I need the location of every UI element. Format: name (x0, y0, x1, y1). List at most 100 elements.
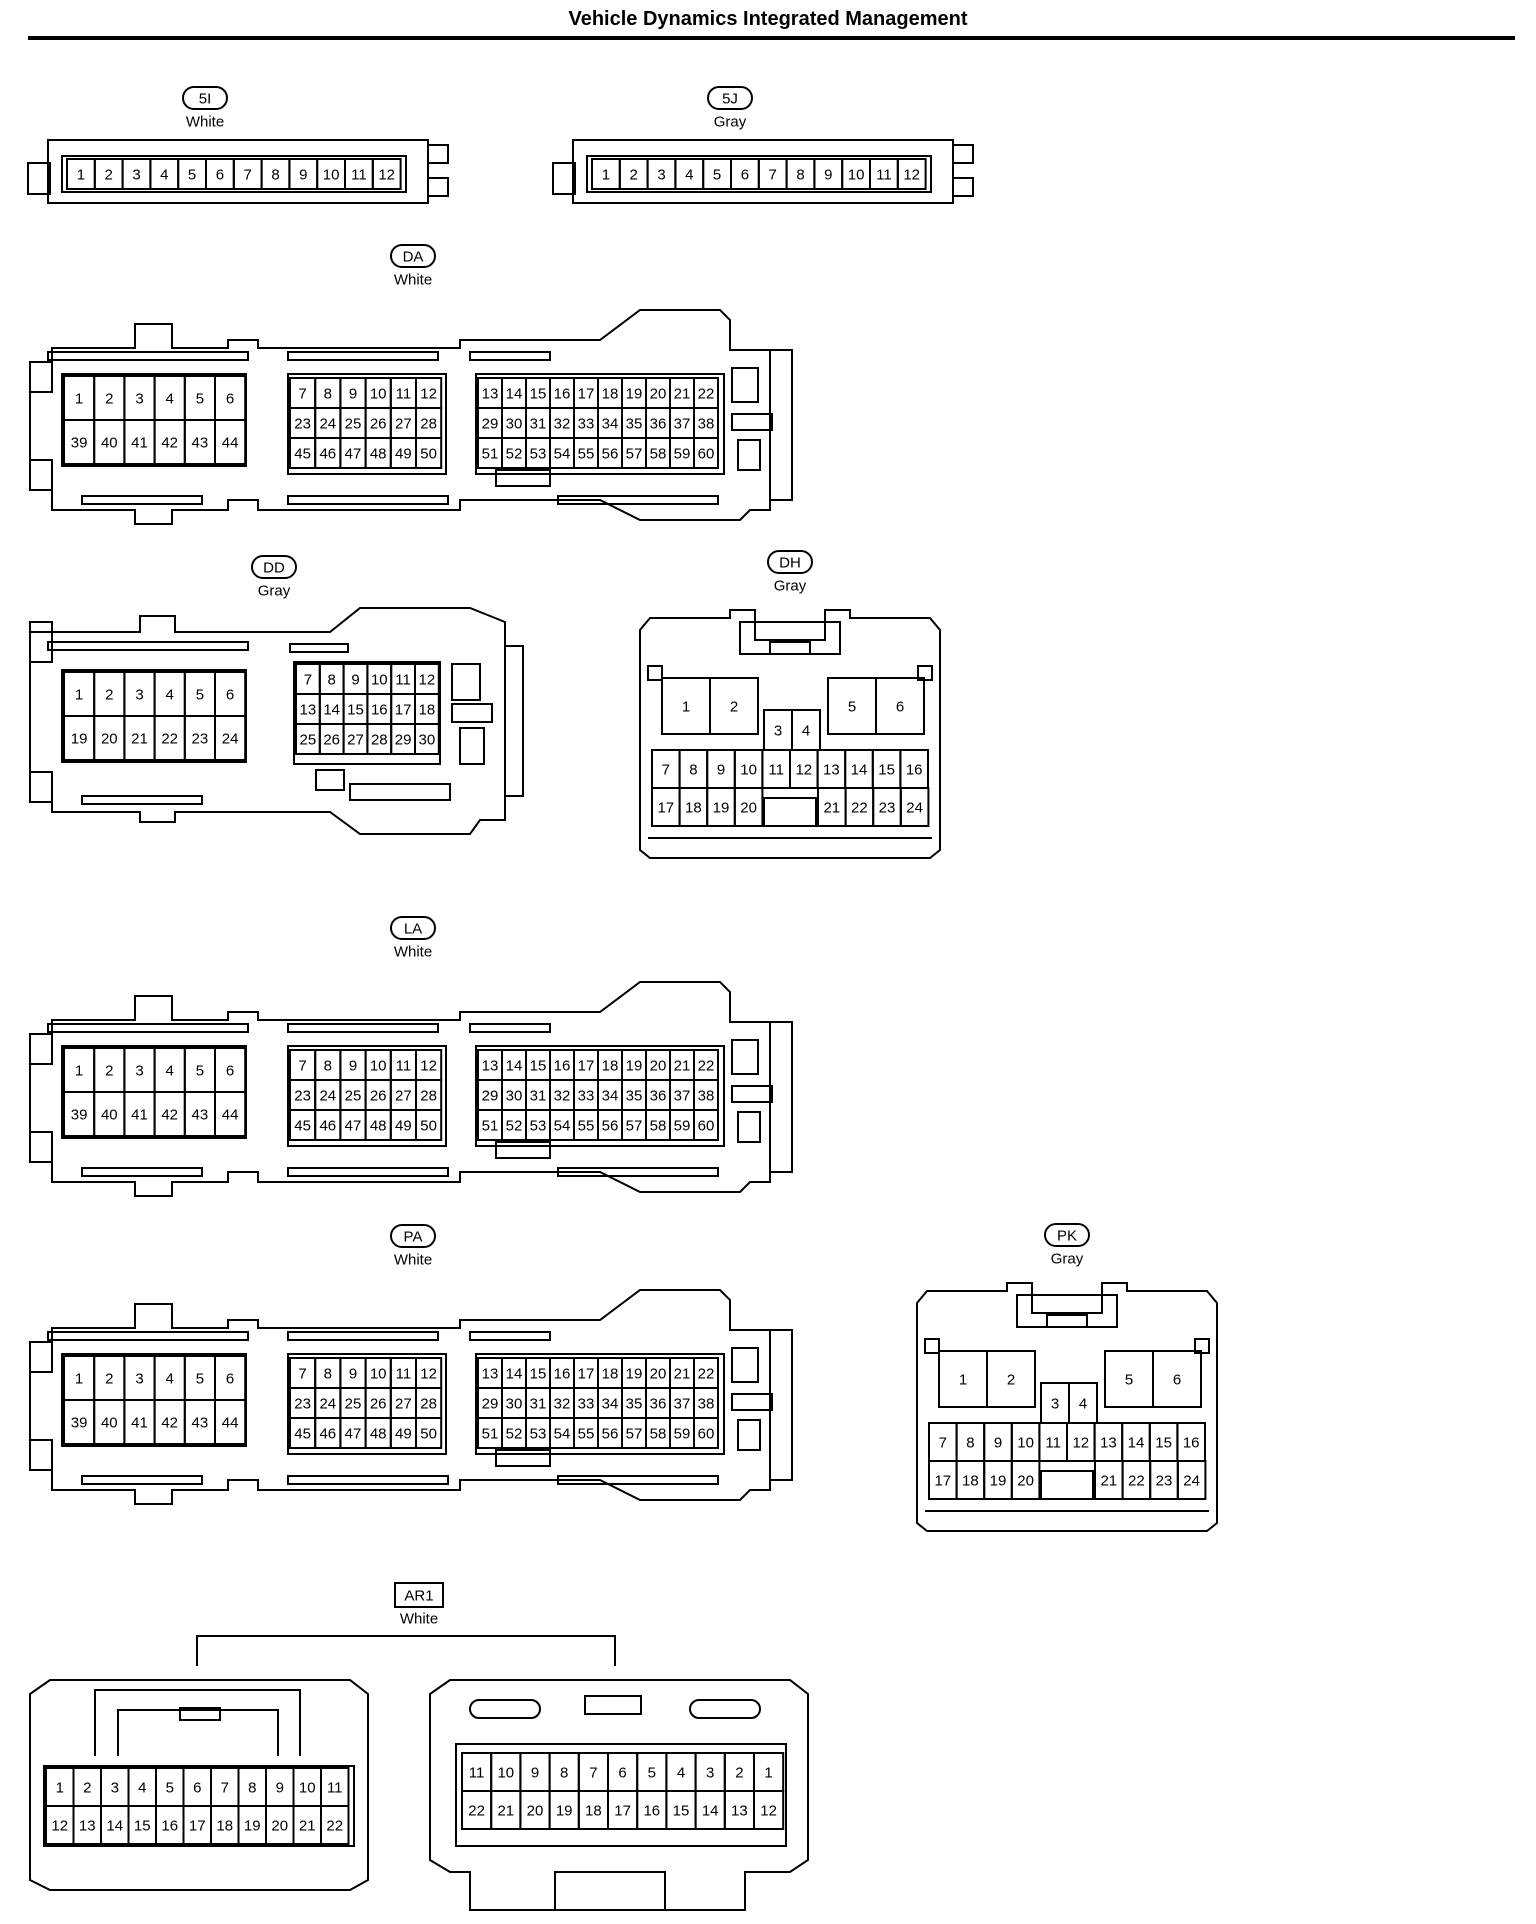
pin-number: 1 (764, 1765, 772, 1782)
pin-number: 18 (216, 1818, 233, 1835)
latch (584, 1695, 642, 1715)
pin-number: 12 (420, 1366, 437, 1383)
pin-number: 48 (370, 1118, 387, 1135)
pin-number: 48 (370, 446, 387, 463)
pin-number: 13 (1100, 1435, 1117, 1452)
pin-number: 10 (1017, 1435, 1034, 1452)
pin-number: 7 (769, 167, 777, 184)
pin-number: 42 (161, 435, 178, 452)
pin-number: 14 (702, 1803, 719, 1820)
pin-number: 32 (554, 416, 571, 433)
pin-number: 2 (105, 391, 113, 408)
pin-number: 6 (741, 167, 749, 184)
connector-color: Gray (1051, 1251, 1084, 1268)
pin-frame (586, 155, 932, 193)
pin-number: 20 (650, 386, 667, 403)
pin-number: 29 (482, 1396, 499, 1413)
pin-number: 11 (327, 1780, 343, 1797)
pin-cell (733, 787, 764, 827)
pin-number: 7 (244, 167, 252, 184)
pin-number: 53 (530, 1426, 547, 1443)
pin-number: 1 (959, 1372, 967, 1389)
pin-number: 11 (469, 1765, 485, 1782)
pin-number: 10 (370, 1366, 387, 1383)
pin-number: 9 (994, 1435, 1002, 1452)
pin-number: 31 (530, 1396, 547, 1413)
slot (689, 1699, 761, 1719)
connector-tag-pill (1044, 1223, 1090, 1247)
pin-number: 33 (578, 1396, 595, 1413)
pin-number: 15 (673, 1803, 690, 1820)
pin-number: 6 (226, 1063, 234, 1080)
pin-cell (986, 1350, 1036, 1408)
latch (769, 1021, 793, 1173)
pin-number: 20 (271, 1818, 288, 1835)
page-title: Vehicle Dynamics Integrated Management (568, 8, 968, 30)
pin-number: 45 (294, 446, 311, 463)
pin-number: 18 (419, 702, 436, 719)
connector-body (29, 1679, 369, 1891)
pin-number: 19 (71, 731, 88, 748)
pin-number: 42 (161, 1415, 178, 1432)
pin-number: 55 (578, 1118, 595, 1135)
pin-number: 47 (345, 446, 362, 463)
connector-tag: DD (263, 560, 285, 577)
pin-number: 41 (131, 435, 148, 452)
pin-number: 16 (371, 702, 388, 719)
pin-number: 30 (419, 732, 436, 749)
latch (29, 1341, 53, 1373)
pin-number: 46 (319, 446, 336, 463)
pin-number: 25 (345, 416, 362, 433)
pin-number: 34 (602, 416, 619, 433)
pin-number: 30 (506, 416, 523, 433)
pin-number: 25 (345, 1396, 362, 1413)
latch (769, 641, 811, 655)
pin-cell (415, 1109, 443, 1141)
rail (469, 1023, 551, 1033)
pin-number: 52 (506, 446, 523, 463)
pin-number: 56 (602, 446, 619, 463)
pin-cell (709, 677, 759, 735)
pin-number: 11 (351, 167, 367, 184)
pin-number: 53 (530, 446, 547, 463)
pin-number: 4 (166, 1063, 174, 1080)
pin-number: 29 (395, 732, 412, 749)
pin-number: 19 (244, 1818, 261, 1835)
pin-number: 12 (51, 1818, 68, 1835)
side-tab (427, 144, 449, 164)
slot (495, 469, 551, 487)
connector-tag: 5J (722, 91, 738, 108)
pin-cell (1176, 1460, 1207, 1500)
pin-number: 23 (879, 800, 896, 817)
pin-number: 8 (560, 1765, 568, 1782)
pin-number: 12 (420, 386, 437, 403)
pin-number: 21 (823, 800, 840, 817)
pin-number: 11 (395, 672, 411, 689)
pin-number: 41 (131, 1107, 148, 1124)
pin-number: 3 (132, 167, 140, 184)
connector-body (916, 1282, 1218, 1532)
pin-number: 8 (328, 672, 336, 689)
pin-number: 60 (698, 1118, 715, 1135)
pin-number: 4 (160, 167, 168, 184)
rail (557, 1475, 719, 1485)
pin-number: 28 (420, 416, 437, 433)
side-tab (427, 177, 449, 197)
pin-number: 44 (222, 435, 239, 452)
pin-number: 19 (990, 1473, 1007, 1490)
pin-number: 14 (106, 1818, 123, 1835)
connector-tag: LA (404, 921, 422, 938)
pin-number: 7 (589, 1765, 597, 1782)
pin-number: 59 (674, 1426, 691, 1443)
connector-tag-pill (182, 86, 228, 110)
pin-number: 56 (602, 1426, 619, 1443)
connector-color: Gray (258, 583, 291, 600)
pin-frame (455, 1743, 787, 1847)
pin-number: 38 (698, 1088, 715, 1105)
pin-number: 1 (75, 1063, 83, 1080)
pin-number: 21 (497, 1803, 514, 1820)
pin-number: 18 (962, 1473, 979, 1490)
pin-number: 17 (578, 1058, 595, 1075)
pin-number: 2 (105, 1063, 113, 1080)
pin-number: 17 (189, 1818, 206, 1835)
